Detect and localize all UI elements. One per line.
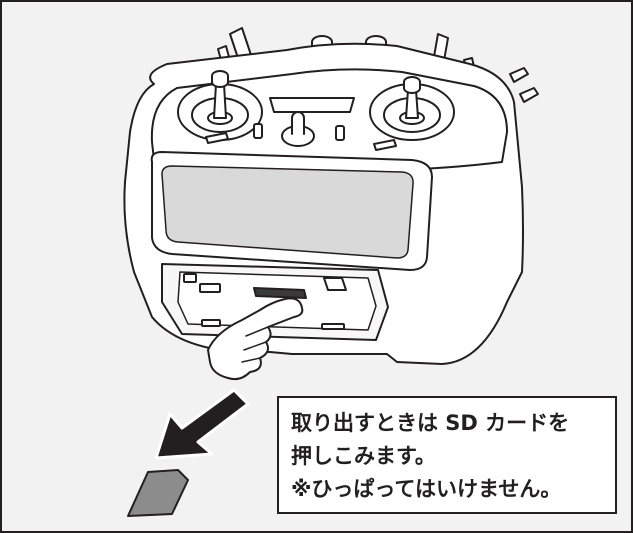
sd-card-icon [127, 469, 189, 517]
callout-line-3: ※ひっぱってはいけません。 [291, 477, 562, 501]
left-stick [177, 70, 263, 141]
callout-line-2: 押しこみます。 [291, 444, 436, 468]
callout-line-1: 取り出すときは SD カードを [291, 411, 570, 435]
center-controls [205, 97, 397, 151]
sd-slot [253, 287, 307, 299]
arrow-down-left-icon [154, 388, 250, 460]
right-stick [369, 76, 455, 141]
pointing-hand-icon [207, 297, 304, 381]
screen [161, 165, 414, 259]
instruction-callout: 取り出すときは SD カードを 押しこみます。 ※ひっぱってはいけません。 [277, 396, 617, 514]
